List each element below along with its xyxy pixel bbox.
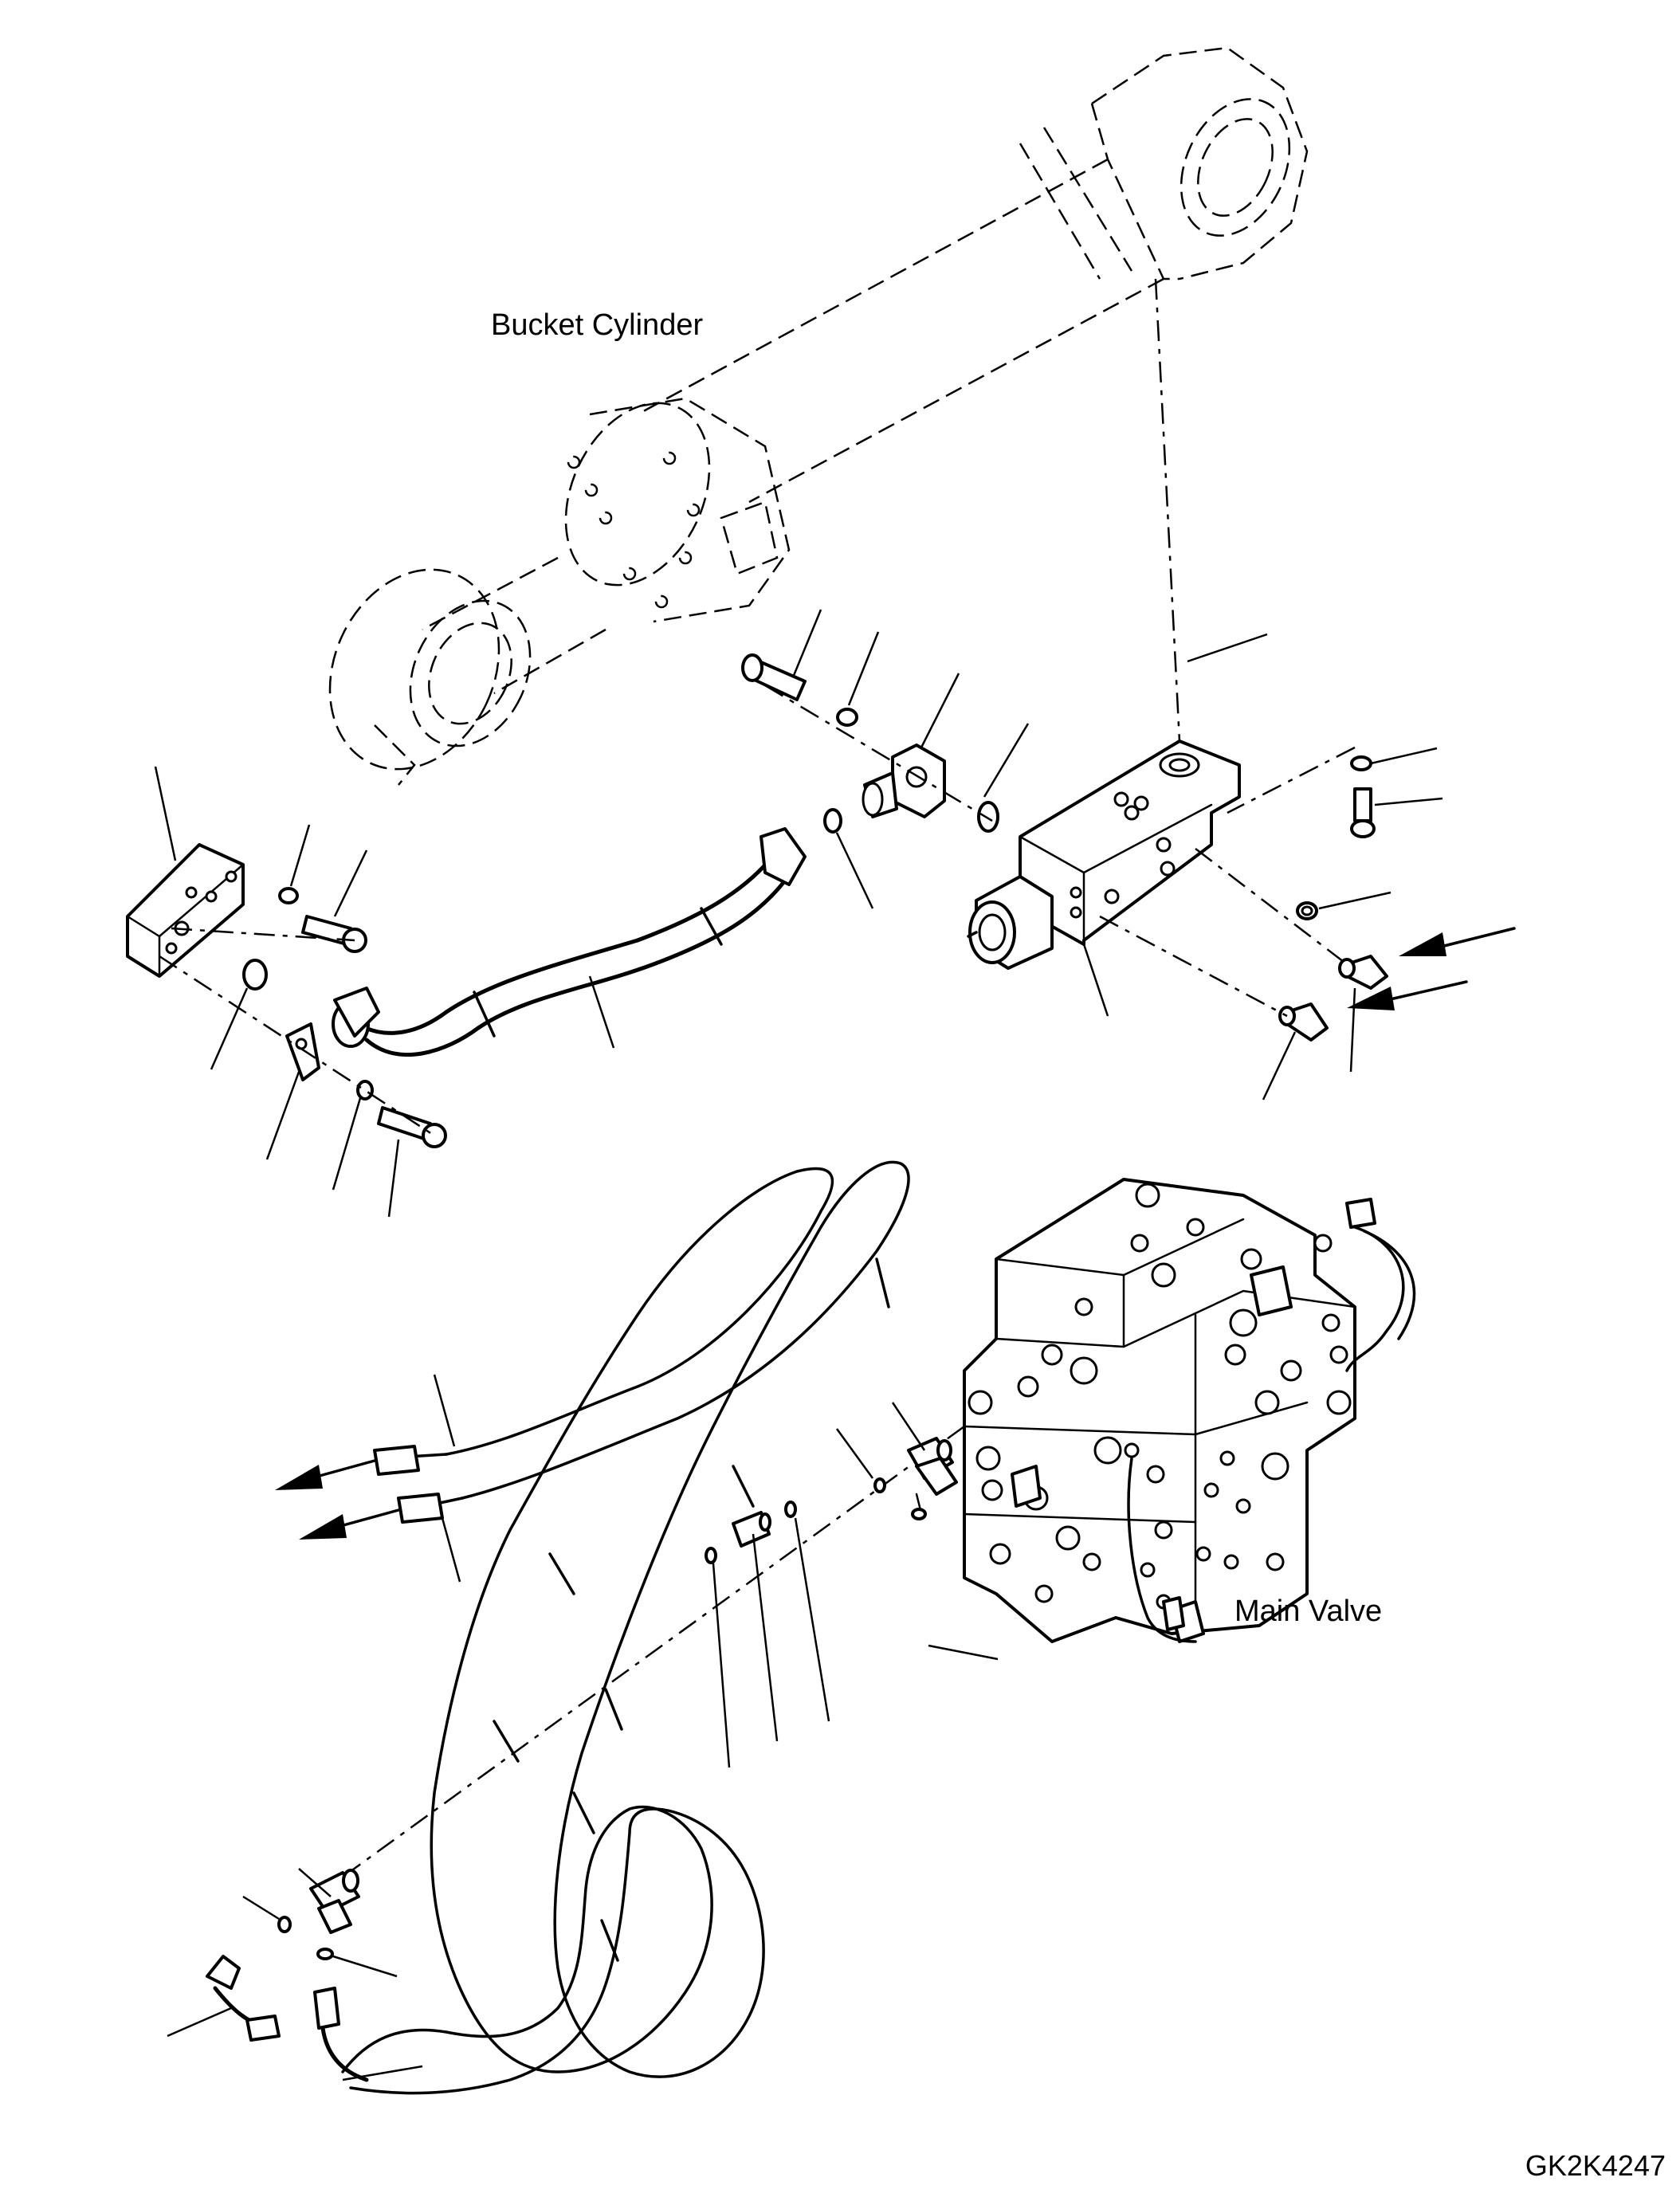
o-ring-left xyxy=(823,808,842,834)
centerline-fittings xyxy=(326,1425,965,1890)
drawing-code: GK2K4247 xyxy=(1525,2149,1666,2182)
washer-plate-lower xyxy=(356,1080,374,1100)
bolt-right xyxy=(1350,787,1376,838)
flange-bolt xyxy=(741,653,807,701)
elbow-fitting-upper xyxy=(1338,955,1388,990)
bolt-plate-lower xyxy=(377,1106,447,1148)
centerline-elbow-upper xyxy=(1195,848,1348,965)
centerline-cylinder-to-block xyxy=(1154,278,1181,742)
split-flange xyxy=(862,743,946,818)
o-ring-plate xyxy=(242,959,268,991)
o-ring-tee-lower xyxy=(277,1916,292,1933)
hose-cylinder-to-flange xyxy=(332,827,807,1057)
arrow-to-elbow-upper xyxy=(1399,927,1516,956)
adapter-fitting xyxy=(732,1511,771,1548)
main-valve-body xyxy=(963,1178,1356,1643)
o-ring-tee-upper xyxy=(873,1477,886,1493)
valve-block xyxy=(967,740,1241,970)
main-valve-label: Main Valve xyxy=(1234,1595,1382,1628)
elbow-fitting-lower xyxy=(1278,1002,1329,1042)
callout-leaders xyxy=(154,609,1443,2081)
bolt-plate-upper xyxy=(301,915,367,953)
main-valve-wiring xyxy=(1127,1198,1416,1643)
flange-centerline xyxy=(764,684,993,822)
centerline-plate-lower xyxy=(159,955,435,1137)
straight-hose-end xyxy=(313,1987,369,2082)
o-ring-right xyxy=(977,801,999,833)
o-ring-adapter-right xyxy=(784,1501,797,1518)
washer-plate-upper xyxy=(278,887,299,904)
pilot-hose-loops xyxy=(341,1160,910,2095)
hose-outlet-arrows xyxy=(275,1459,400,1540)
o-ring-adapter-left xyxy=(705,1547,717,1564)
plug xyxy=(1296,901,1318,920)
bucket-cylinder-label: Bucket Cylinder xyxy=(491,308,703,342)
flange-plate xyxy=(126,843,245,978)
tee-fitting-upper xyxy=(907,1437,958,1512)
centerline-plate-upper xyxy=(171,927,355,942)
bucket-cylinder-outline xyxy=(328,46,1309,786)
washer-right xyxy=(1350,755,1372,771)
tee-fitting-lower xyxy=(309,1869,360,1934)
flange-washer xyxy=(836,708,858,727)
split-flange-half xyxy=(285,1022,320,1081)
centerline-elbow-lower xyxy=(1099,915,1288,1018)
centerline-washer xyxy=(1227,746,1356,814)
arrow-to-elbow-lower xyxy=(1347,980,1468,1010)
o-ring-tee-bottom xyxy=(911,1508,927,1520)
elbow-hose-end xyxy=(206,1955,281,2042)
o-ring-tee-lower-bottom xyxy=(316,1948,334,1960)
